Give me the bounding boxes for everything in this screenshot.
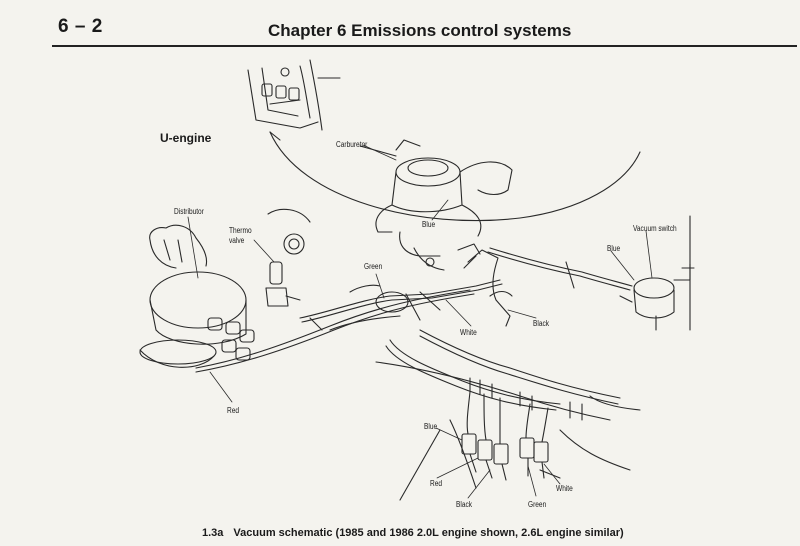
chapter-title: Chapter 6 Emissions control systems [268, 21, 572, 40]
distributor [139, 224, 255, 368]
label-blue-top: Blue [422, 220, 436, 229]
label-black-bottom: Black [456, 500, 473, 509]
label-red-bottom: Red [430, 479, 443, 488]
figure-caption: 1.3a Vacuum schematic (1985 and 1986 2.0L… [202, 527, 624, 539]
carburetor [359, 139, 513, 271]
label-carburetor: Carburetor [336, 140, 368, 149]
caption-number: 1.3a [202, 527, 224, 539]
label-white-bottom: White [556, 484, 573, 493]
label-green-bottom: Green [528, 500, 547, 509]
thermo-valve [265, 208, 311, 307]
label-distributor: Distributor [174, 207, 204, 216]
air-cleaner-outline [269, 131, 641, 222]
leader-lines [187, 144, 653, 499]
caption-text: Vacuum schematic (1985 and 1986 2.0L eng… [233, 527, 624, 539]
linkage-detail-inset [247, 59, 341, 131]
label-vacuum-switch: Vacuum switch [633, 224, 677, 233]
label-thermo-valve-line2: valve [229, 236, 245, 245]
label-blue-bottom: Blue [424, 422, 438, 431]
label-black-mid: Black [533, 319, 550, 328]
label-thermo-valve-line1: Thermo [229, 226, 252, 235]
page-number: 6 – 2 [58, 16, 103, 37]
lower-connector-cluster [399, 391, 641, 501]
label-red-left: Red [227, 406, 240, 415]
vacuum-switch-assembly [487, 215, 695, 331]
header-rule [52, 45, 797, 47]
label-green-top: Green [364, 262, 383, 271]
label-white-mid: White [460, 328, 477, 337]
label-blue-switch: Blue [607, 244, 621, 253]
vacuum-hose-bundle [195, 243, 621, 421]
subfigure-label: U-engine [160, 131, 212, 145]
